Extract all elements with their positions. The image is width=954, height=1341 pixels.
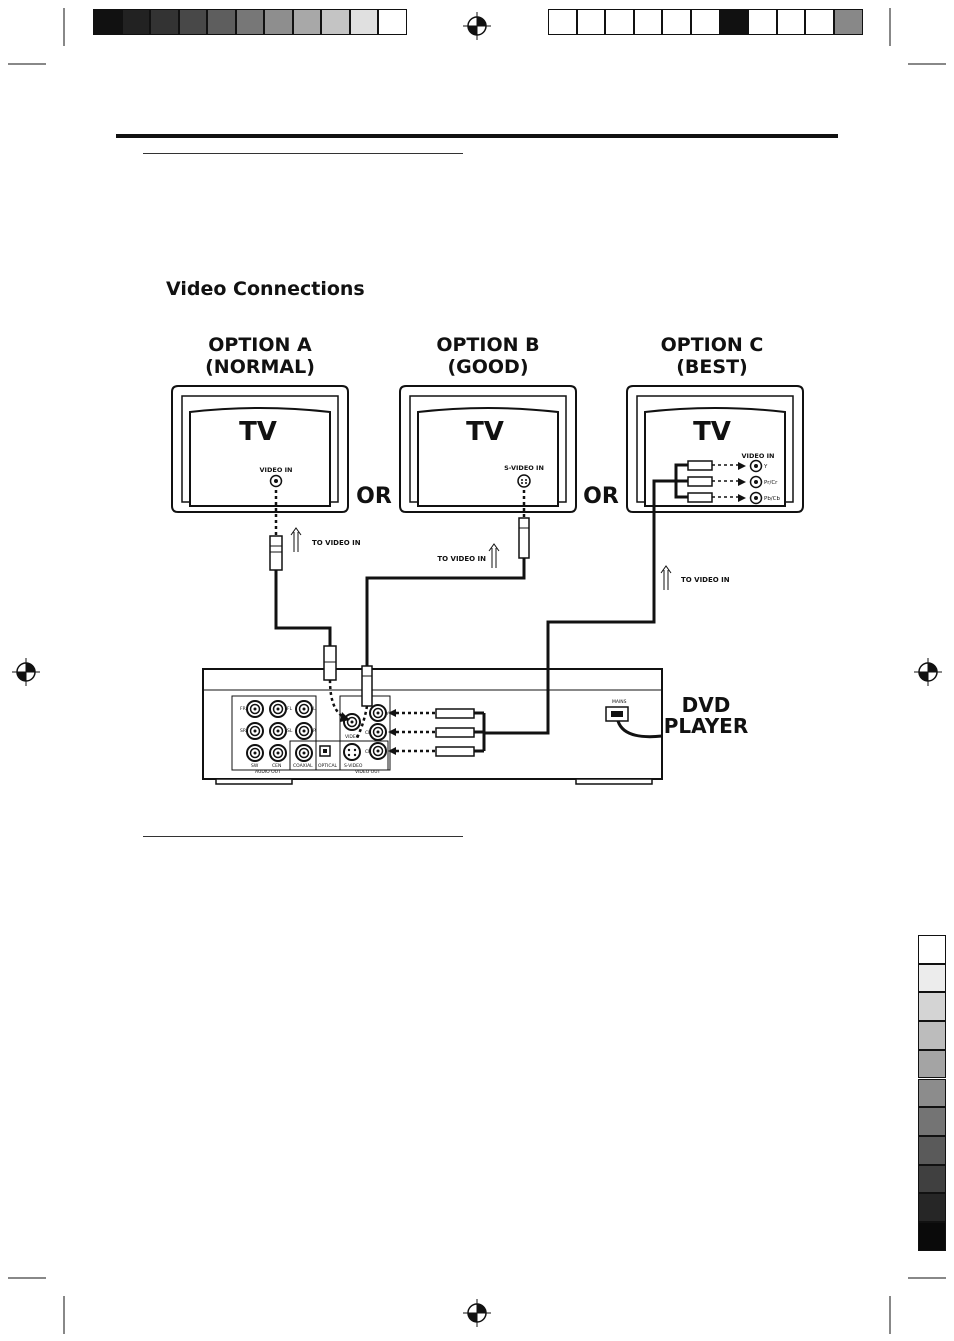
panel-s-video: S-VIDEO bbox=[344, 763, 363, 769]
panel-coaxial: COAXIAL bbox=[293, 763, 313, 769]
panel-cb: CB bbox=[365, 730, 371, 736]
tv-b-s-video-jack bbox=[518, 475, 530, 487]
panel-y: Y bbox=[385, 711, 389, 717]
registration-mark-left bbox=[12, 658, 40, 686]
panel-audio-out: AUDIO OUT bbox=[255, 769, 281, 775]
panel-fr: FR bbox=[240, 706, 246, 712]
arrow-a bbox=[291, 528, 301, 552]
tv-c-pb-label: Pb/Cb bbox=[764, 496, 781, 502]
to-video-in-c: TO VIDEO IN bbox=[681, 576, 730, 584]
panel-mains: MAINS bbox=[612, 699, 627, 705]
dvd-player: FR FL L SR SL R SW CEN COAXIAL AUDIO OUT… bbox=[203, 669, 662, 784]
registration-mark-top bbox=[463, 12, 491, 40]
tv-c-pr-label: Pr/Cr bbox=[764, 480, 778, 486]
tv-option-a: TV VIDEO IN bbox=[172, 386, 348, 512]
registration-mark-right bbox=[914, 658, 942, 686]
panel-sr: SR bbox=[240, 728, 246, 734]
registration-mark-bottom bbox=[463, 1299, 491, 1327]
tv-option-b: TV S-VIDEO IN bbox=[400, 386, 576, 512]
panel-video-out: VIDEO OUT bbox=[355, 769, 381, 775]
arrow-c bbox=[661, 566, 671, 590]
tv-b-jack-label: S-VIDEO IN bbox=[504, 464, 544, 472]
to-video-in-b: TO VIDEO IN bbox=[437, 555, 486, 563]
panel-sl: SL bbox=[287, 728, 293, 734]
tv-c-label: TV bbox=[693, 417, 731, 447]
or-label-1: OR bbox=[356, 484, 392, 509]
tv-b-label: TV bbox=[466, 417, 504, 447]
panel-fl: FL bbox=[287, 706, 293, 712]
to-video-in-a: TO VIDEO IN bbox=[312, 539, 361, 547]
dvd-label-line2: PLAYER bbox=[664, 714, 749, 738]
arrow-b bbox=[489, 544, 499, 568]
or-label-2: OR bbox=[583, 484, 619, 509]
tv-c-pr-jack bbox=[751, 477, 762, 488]
panel-optical: OPTICAL bbox=[318, 763, 338, 769]
panel-cr: CR bbox=[365, 749, 371, 755]
tv-c-pb-jack bbox=[751, 493, 762, 504]
panel-r: R bbox=[313, 728, 316, 734]
tv-a-video-in-jack bbox=[271, 476, 282, 487]
tv-a-jack-label: VIDEO IN bbox=[260, 466, 293, 474]
panel-cen: CEN bbox=[272, 763, 281, 769]
panel-sw: SW bbox=[251, 763, 259, 769]
tv-c-y-jack bbox=[751, 461, 762, 472]
tv-c-y-label: Y bbox=[763, 464, 768, 470]
tv-c-jack-label: VIDEO IN bbox=[742, 452, 775, 460]
tv-a-label: TV bbox=[239, 417, 277, 447]
